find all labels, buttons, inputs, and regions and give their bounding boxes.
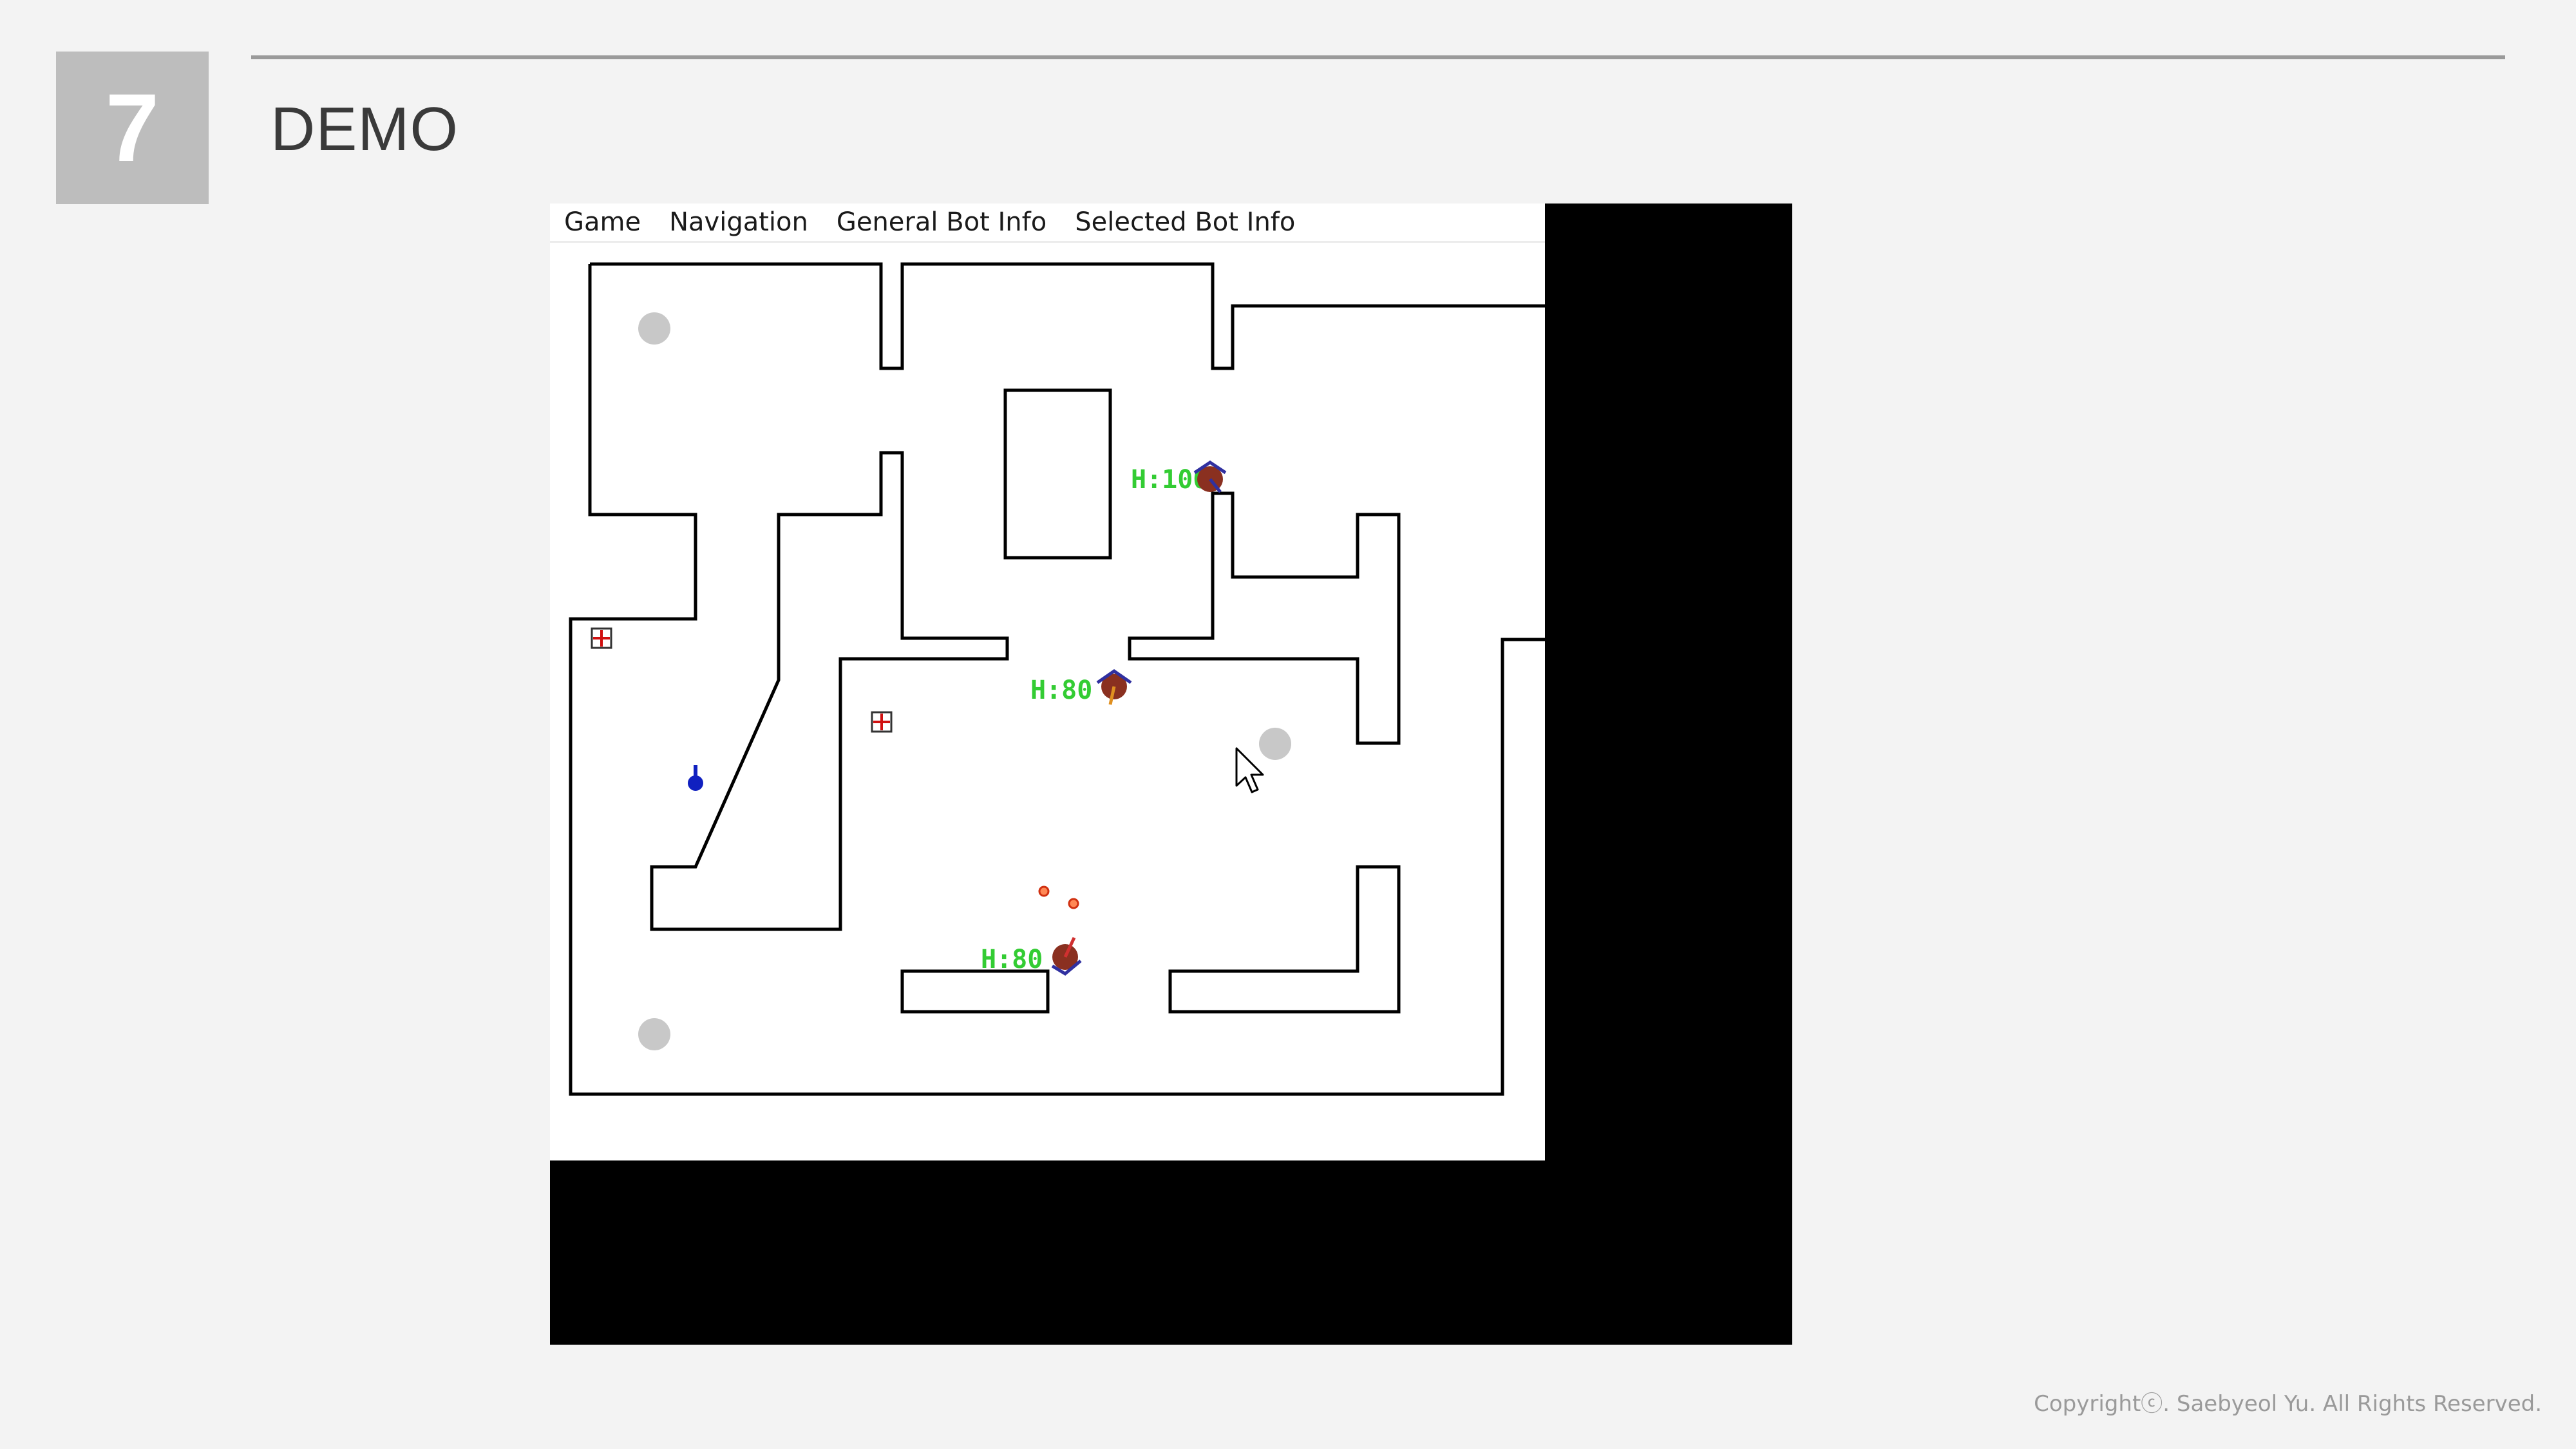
copyright-notice: Copyrightⓒ. Saebyeol Yu. All Rights Rese… (2034, 1391, 2542, 1417)
spawn-point-icon (638, 312, 670, 345)
menu-navigation[interactable]: Navigation (669, 207, 808, 237)
bot-health-label: H:80 (1030, 676, 1092, 705)
maze-wall (1168, 865, 1401, 1014)
header-divider (251, 55, 2505, 59)
spawn-point-icon (1259, 728, 1291, 760)
spawn-point-icon (638, 1018, 670, 1050)
maze-pillar (1003, 388, 1112, 560)
maze-wall (569, 264, 1545, 1096)
bot-icon (1096, 668, 1132, 705)
bot-icon (1193, 460, 1227, 493)
weapon-pickup-icon (688, 765, 703, 791)
bot-health-label: H:100 (1131, 465, 1208, 495)
health-pack-icon (871, 711, 893, 733)
menu-game[interactable]: Game (564, 207, 641, 237)
bot-health-label: H:80 (981, 945, 1043, 974)
menu-selected-bot-info[interactable]: Selected Bot Info (1075, 207, 1296, 237)
projectile (1068, 898, 1079, 909)
maze-walls (569, 262, 1545, 1096)
maze-wall (1128, 491, 1401, 745)
maze-wall-segment (900, 969, 1050, 1014)
game-arena[interactable]: H:100 H:80 H:80 (550, 204, 1545, 1160)
maze-wall (590, 262, 1545, 370)
menu-bar: Game Navigation General Bot Info Selecte… (550, 204, 1545, 243)
bot-2[interactable]: H:80 (1030, 668, 1132, 705)
spawn-points (638, 312, 1291, 1050)
projectile (1038, 886, 1050, 897)
section-number-badge: 7 (56, 52, 209, 204)
menu-general-bot-info[interactable]: General Bot Info (836, 207, 1047, 237)
bot-icon (1051, 936, 1082, 976)
bot-1[interactable]: H:100 (1131, 460, 1227, 495)
slide-title: DEMO (270, 95, 459, 164)
mouse-cursor-icon (1235, 747, 1264, 793)
maze-wall (650, 451, 1009, 931)
game-app-window: Game Navigation General Bot Info Selecte… (550, 204, 1545, 1160)
bot-3[interactable]: H:80 (981, 936, 1082, 976)
health-pack-icon (591, 627, 612, 649)
projectiles (1038, 886, 1079, 909)
